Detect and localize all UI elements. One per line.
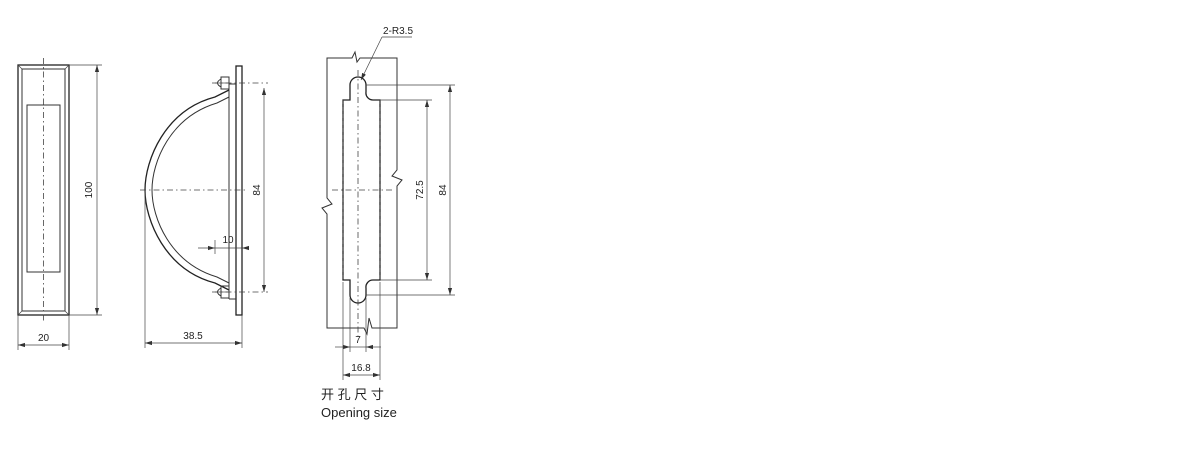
caption-english: Opening size <box>321 405 397 420</box>
front-recess <box>26 104 61 273</box>
cutout-radius-label: 2-R3.5 <box>383 26 413 37</box>
radius-leader-line <box>360 36 383 81</box>
caption-chinese: 开 孔 尺 寸 <box>321 387 384 402</box>
side-depth-label: 38.5 <box>183 331 203 342</box>
side-pitch-label: 84 <box>252 184 263 196</box>
cutout-pitch-label: 84 <box>438 184 449 196</box>
front-height-label: 100 <box>84 181 95 198</box>
side-view: 84 10 38.5 <box>140 65 268 348</box>
cutout-slot-label: 72.5 <box>415 180 426 200</box>
side-mounting-plate <box>235 65 243 316</box>
cutout-slot-width-label: 7 <box>355 335 361 346</box>
cutout-view: 72.5 84 2-R3.5 7 16.8 开 孔 尺 寸 Opening si… <box>321 26 455 420</box>
front-view: 100 20 <box>17 58 102 350</box>
handle-arc-inner <box>151 96 230 284</box>
panel-outline <box>321 50 403 336</box>
cutout-overall-width-label: 16.8 <box>351 363 371 374</box>
side-offset-label: 10 <box>222 235 234 246</box>
front-width-label: 20 <box>38 333 50 344</box>
